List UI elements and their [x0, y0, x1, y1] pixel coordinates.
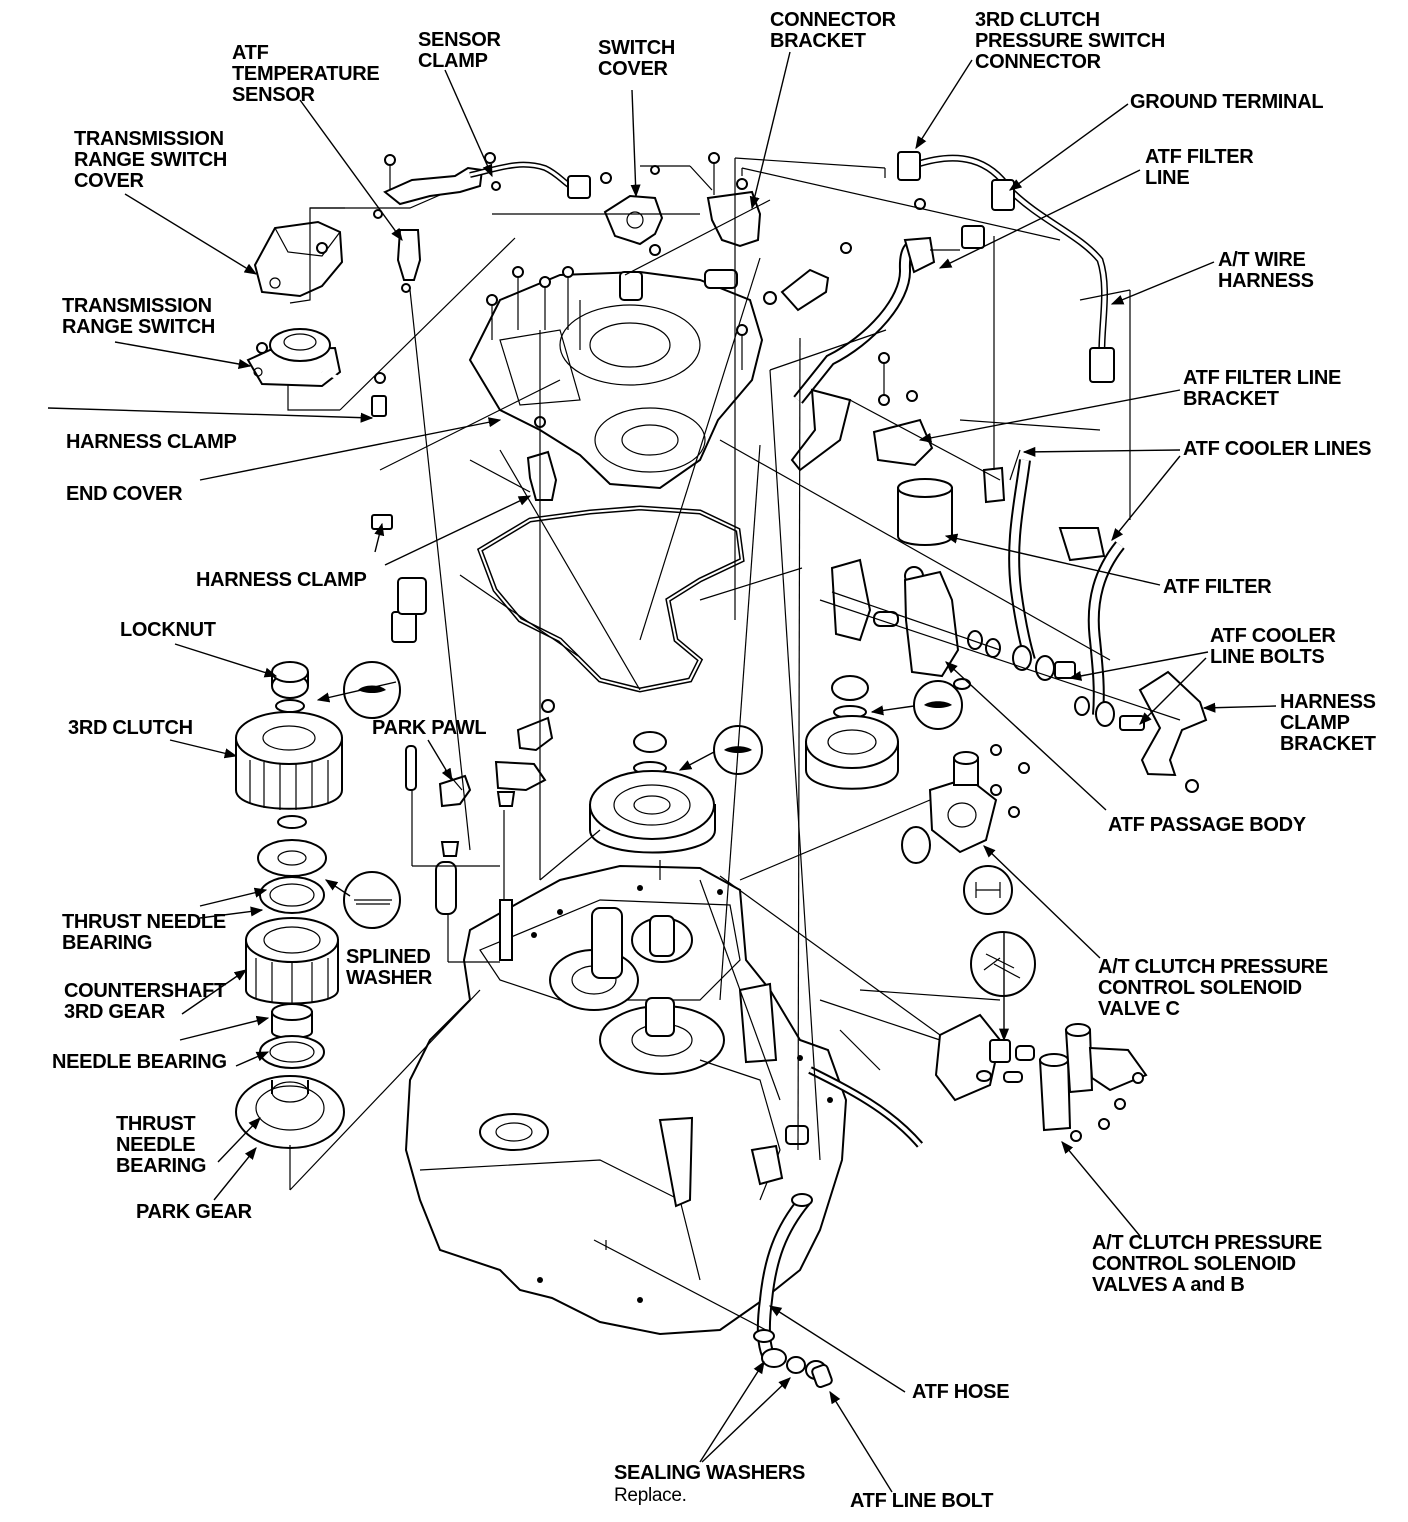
label-harness-clamp-bracket: HARNESS CLAMP BRACKET	[1280, 691, 1376, 755]
label-atf-cooler-line-bolts: ATF COOLER LINE BOLTS	[1210, 625, 1336, 668]
label-at-clutch-pressure-control-solenoid-valves-ab: A/T CLUTCH PRESSURE CONTROL SOLENOID VAL…	[1092, 1232, 1322, 1296]
transmission-range-switch-part	[246, 328, 342, 388]
label-harness-clamp-mid: HARNESS CLAMP	[196, 569, 367, 591]
atf-filter-part	[897, 478, 953, 586]
label-atf-filter: ATF FILTER	[1163, 576, 1272, 598]
label-atf-line-bolt: ATF LINE BOLT	[850, 1490, 994, 1512]
label-atf-temperature-sensor: ATF TEMPERATURE SENSOR	[232, 42, 380, 106]
center-gears-part	[589, 675, 899, 854]
label-atf-passage-body: ATF PASSAGE BODY	[1108, 814, 1306, 836]
atf-cooler-lines-part	[982, 459, 1125, 716]
label-splined-washer: SPLINED WASHER	[346, 946, 432, 989]
leader-lines	[47, 51, 1277, 1493]
label-atf-filter-line-bracket: ATF FILTER LINE BRACKET	[1183, 367, 1342, 410]
label-at-wire-harness: A/T WIRE HARNESS	[1218, 249, 1314, 292]
label-atf-hose: ATF HOSE	[912, 1381, 1010, 1403]
label-ground-terminal: GROUND TERMINAL	[1130, 91, 1324, 113]
label-transmission-range-switch: TRANSMISSION RANGE SWITCH	[62, 295, 216, 338]
label-park-gear: PARK GEAR	[136, 1201, 252, 1223]
label-park-pawl: PARK PAWL	[372, 717, 487, 739]
label-connector-bracket: CONNECTOR BRACKET	[770, 9, 896, 52]
label-atf-cooler-lines: ATF COOLER LINES	[1183, 438, 1372, 460]
label-locknut: LOCKNUT	[120, 619, 216, 641]
label-switch-cover: SWITCH COVER	[598, 37, 676, 80]
detail-callouts	[343, 661, 1036, 997]
solenoid-valves-ab-part	[934, 1013, 1148, 1142]
atf-filter-line-part	[790, 198, 936, 472]
label-thrust-needle-bearing-top: THRUST NEEDLE BEARING	[62, 911, 226, 954]
harness-clamp-middle-part	[526, 450, 558, 501]
transmission-case-part	[404, 864, 924, 1336]
gasket-part	[476, 505, 745, 693]
label-sealing-washers-note: Replace.	[614, 1485, 687, 1506]
label-needle-bearing: NEEDLE BEARING	[52, 1051, 227, 1073]
atf-passage-body-part	[830, 558, 1145, 731]
atf-sensor-plug-part	[763, 242, 852, 312]
assembly-lines	[287, 157, 1181, 1331]
label-sensor-clamp: SENSOR CLAMP	[418, 29, 501, 72]
sensor-clamp-part	[373, 152, 496, 293]
solenoid-valve-c-part	[901, 744, 1030, 864]
left-gear-stack-part	[235, 661, 345, 1149]
label-3rd-clutch-pressure-switch-connector: 3RD CLUTCH PRESSURE SWITCH CONNECTOR	[975, 9, 1165, 73]
label-harness-clamp-top: HARNESS CLAMP	[66, 431, 237, 453]
label-end-cover: END COVER	[66, 483, 183, 505]
harness-clamp-bracket-part	[1138, 670, 1208, 793]
wire-harness-right-part	[897, 151, 1115, 383]
label-3rd-clutch: 3RD CLUTCH	[68, 717, 193, 739]
atf-hose-part	[753, 1193, 833, 1389]
label-thrust-needle-bearing-bottom: THRUST NEEDLE BEARING	[116, 1113, 207, 1177]
atf-filter-line-bracket-part	[872, 352, 934, 467]
label-at-clutch-pressure-control-solenoid-valve-c: A/T CLUTCH PRESSURE CONTROL SOLENOID VAL…	[1098, 956, 1328, 1020]
label-atf-filter-line: ATF FILTER LINE	[1145, 146, 1254, 189]
label-transmission-range-switch-cover: TRANSMISSION RANGE SWITCH COVER	[74, 128, 228, 192]
wire-harness-top-part	[469, 161, 591, 199]
transmission-range-switch-cover-part	[253, 220, 344, 298]
label-countershaft-3rd-gear: COUNTERSHAFT 3RD GEAR	[64, 980, 226, 1023]
label-sealing-washers: SEALING WASHERS	[614, 1462, 806, 1484]
